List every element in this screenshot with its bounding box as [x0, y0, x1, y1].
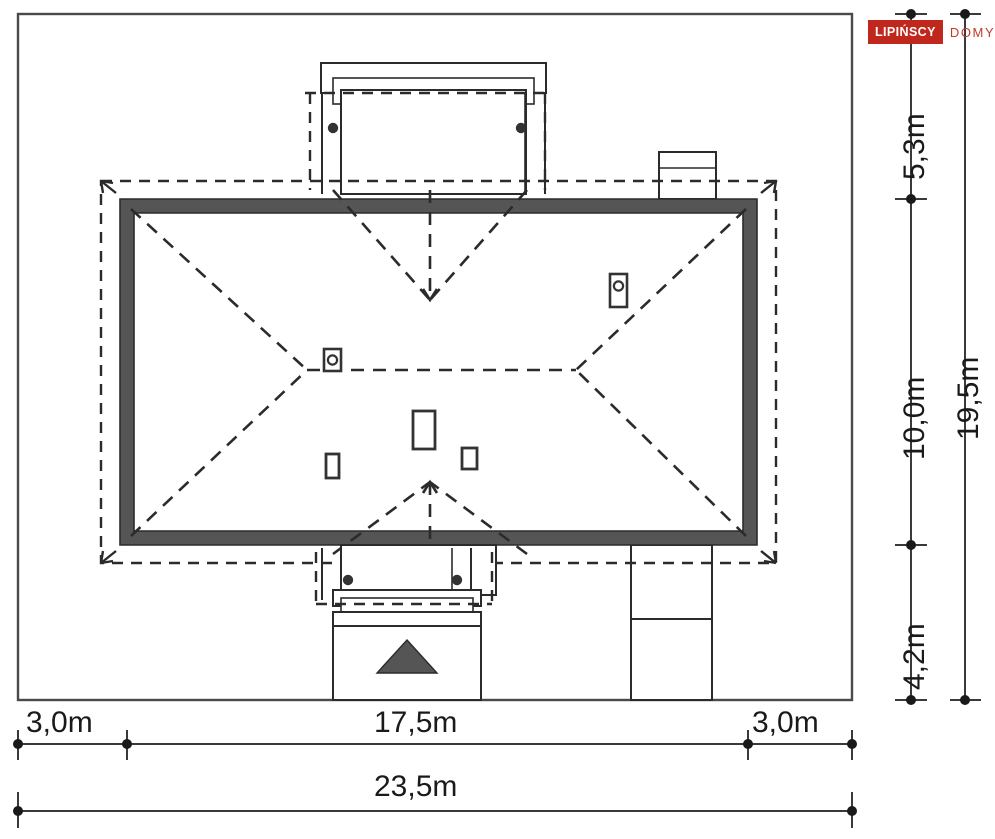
dim-label-bottom-offset: 4,2m	[898, 623, 931, 690]
vertical-dimension-inner-dots	[906, 9, 916, 705]
porch-pillar-right	[451, 574, 463, 586]
dim-label-building-depth: 10,0m	[898, 376, 931, 460]
vertical-dimension-total-dots	[960, 9, 970, 705]
chimney	[658, 151, 717, 200]
porch-pillar-right	[515, 122, 527, 134]
horizontal-dimension-inner-dots	[13, 739, 857, 749]
north-entrance-porch	[320, 62, 547, 195]
roof-skylight-small	[460, 446, 479, 471]
logo-word-domy: DOMY	[949, 24, 995, 40]
south-entrance-porch	[321, 544, 497, 701]
entrance-arrow	[375, 638, 439, 674]
roof-skylight-tiny	[324, 452, 341, 480]
dim-label-right-offset: 3,0m	[752, 706, 819, 739]
north-porch-eave-dashed	[305, 91, 550, 190]
roof-eave-outline	[99, 179, 778, 565]
south-porch-eave-dashed	[314, 552, 494, 606]
roof-hip-lines	[130, 189, 747, 590]
building-walls	[119, 198, 758, 546]
porch-pillar-left	[327, 122, 339, 134]
roof-ridge-arrowheads	[421, 288, 439, 494]
dim-label-left-offset: 3,0m	[26, 706, 93, 739]
dim-label-plot-width: 23,5m	[374, 770, 458, 803]
roof-skylight-large	[411, 409, 437, 451]
dim-label-plot-depth: 19,5m	[952, 356, 985, 440]
logo-mark-lipinscy: LIPIŃSCY	[868, 20, 943, 44]
dim-label-building-width: 17,5m	[374, 706, 458, 739]
driveway	[630, 544, 713, 701]
eave-corner-arrows	[99, 179, 778, 565]
roof-vent-left	[322, 347, 343, 373]
horizontal-dimension-total-dots	[13, 806, 857, 816]
porch-pillar-left	[342, 574, 354, 586]
roof-vent-right	[608, 272, 629, 309]
dim-label-top-offset: 5,3m	[898, 113, 931, 180]
brand-logo: LIPIŃSCY DOMY	[868, 20, 995, 44]
